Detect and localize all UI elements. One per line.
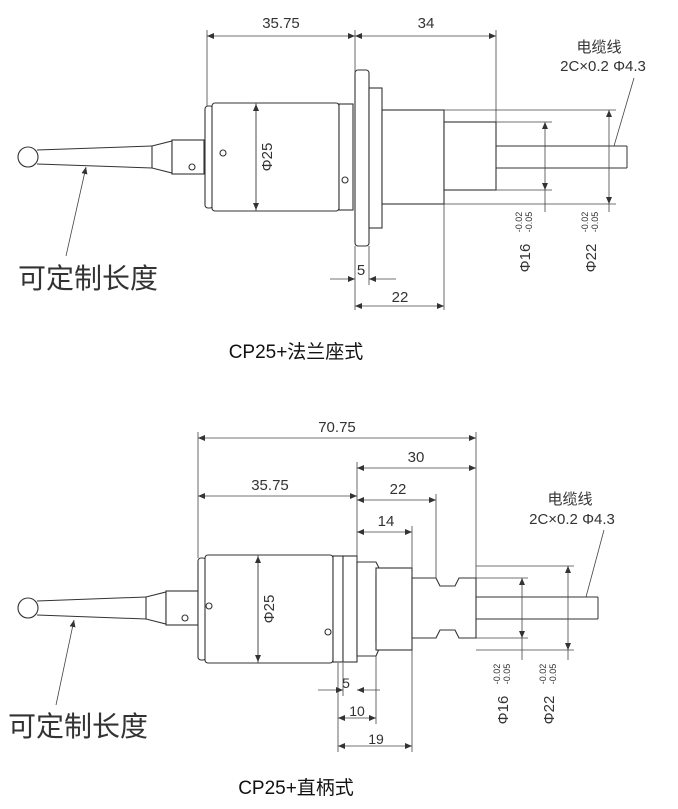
straight-shank-probe-drawing: 70.75 30 35.75 22 14 5 10 19 Φ25 Φ16 -0.… (8, 419, 615, 799)
dim-14: 14 (378, 513, 395, 530)
tol-22-lower: -0.05 (590, 212, 600, 233)
cable-spec: 2C×0.2 Φ4.3 (529, 511, 615, 528)
dia-22: Φ22 (541, 696, 558, 725)
dimension-lines (65, 30, 635, 310)
tol-16-lower: -0.05 (524, 212, 534, 233)
dim-22: 22 (390, 481, 407, 498)
cable (476, 596, 599, 620)
dimension-lines (55, 432, 605, 752)
probe-body (197, 554, 358, 664)
dia-body: Φ25 (259, 143, 276, 172)
cable-spec: 2C×0.2 Φ4.3 (560, 58, 646, 75)
tol-22-upper: -0.02 (580, 212, 590, 233)
caption-straight: CP25+直柄式 (238, 777, 354, 799)
stylus-note: 可定制长度 (18, 263, 158, 294)
tol-22-upper: -0.02 (538, 664, 548, 685)
cable-title: 电缆线 (547, 491, 592, 508)
tol-16-lower: -0.05 (502, 664, 512, 685)
dim-flange-thickness: 5 (357, 262, 365, 279)
dim-19: 19 (368, 731, 384, 747)
flange (354, 69, 497, 247)
stylus-note: 可定制长度 (8, 711, 148, 742)
cable-title: 电缆线 (576, 39, 621, 56)
flange-probe-drawing: 35.75 34 5 22 Φ25 Φ16 -0.02 -0.05 Φ22 -0… (17, 15, 646, 363)
dim-30: 30 (408, 449, 425, 466)
cable (496, 145, 628, 169)
shank (356, 561, 477, 657)
dia-16: Φ16 (517, 244, 534, 273)
dim-10: 10 (349, 703, 365, 719)
stylus (17, 590, 199, 626)
dim-body-length: 35.75 (262, 15, 300, 32)
tol-22-lower: -0.05 (548, 664, 558, 685)
dim-flange-to-step: 22 (392, 289, 409, 306)
dia-16: Φ16 (495, 696, 512, 725)
tol-16-upper: -0.02 (492, 664, 502, 685)
probe-body (204, 102, 354, 212)
dim-rear-length: 34 (418, 15, 435, 32)
dia-22: Φ22 (583, 244, 600, 273)
tol-16-upper: -0.02 (514, 212, 524, 233)
caption-flange: CP25+法兰座式 (229, 341, 364, 363)
dia-body: Φ25 (261, 595, 278, 624)
dim-5: 5 (342, 675, 350, 691)
dim-body-length: 35.75 (251, 477, 289, 494)
stylus (17, 139, 205, 175)
dim-total-length: 70.75 (318, 419, 356, 436)
